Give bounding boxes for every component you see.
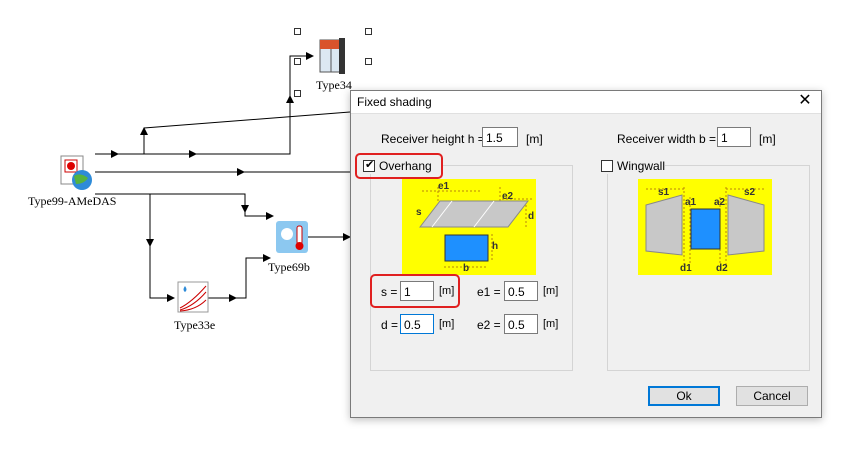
wingwall-label: Wingwall (617, 159, 666, 173)
overhang-group (370, 165, 573, 371)
type99-label: Type99-AMeDAS (28, 194, 117, 208)
selection-handle[interactable] (365, 28, 372, 35)
overhang-checkbox-row[interactable]: ✔ Overhang (361, 158, 441, 174)
diagram-s-label: s (416, 207, 422, 218)
window-icon (319, 38, 345, 74)
diagram-d2-label: d2 (716, 263, 728, 274)
d-label: d = (381, 318, 399, 332)
selection-handle[interactable] (294, 90, 301, 97)
d-input[interactable]: 0.5 (400, 314, 434, 334)
receiver-height-input[interactable]: 1.5 (482, 127, 518, 147)
diagram-d1-label: d1 (680, 263, 692, 274)
type34-label: Type34 (316, 78, 352, 92)
diagram-a1-label: a1 (685, 197, 697, 208)
overhang-diagram-drawing (418, 187, 532, 268)
diagram-a2-label: a2 (714, 197, 726, 208)
e2-unit: [m] (543, 318, 559, 330)
fixed-shading-dialog: Fixed shading ✕ Receiver height h = 1.5 … (350, 90, 822, 418)
type69-node[interactable] (275, 220, 311, 256)
e1-label: e1 = (477, 285, 501, 299)
diagram-s1-label: s1 (658, 187, 670, 198)
wingwall-diagram: s1 s2 a1 a2 d1 d2 (638, 179, 772, 275)
wingwall-checkbox-row[interactable]: Wingwall (599, 158, 665, 174)
overhang-checkbox[interactable]: ✔ (363, 159, 375, 172)
receiver-height-label: Receiver height h = (381, 132, 485, 146)
diagram-s2-label: s2 (744, 187, 756, 198)
e2-label: e2 = (477, 318, 501, 332)
type69-label: Type69b (268, 260, 310, 274)
s-input[interactable]: 1 (400, 281, 434, 301)
diagram-b-label: b (463, 263, 470, 274)
e1-unit: [m] (543, 285, 559, 297)
diagram-h-label: h (492, 241, 499, 252)
ok-button[interactable]: Ok (648, 386, 720, 406)
wingwall-checkbox[interactable] (601, 160, 613, 172)
dialog-title: Fixed shading (357, 95, 432, 109)
s-field-highlight (370, 274, 460, 308)
d-unit: [m] (439, 318, 455, 330)
dialog-titlebar[interactable]: Fixed shading ✕ (351, 91, 821, 114)
e2-input[interactable]: 0.5 (504, 314, 538, 334)
close-icon[interactable]: ✕ (798, 92, 812, 109)
diagram-e1-label: e1 (438, 181, 450, 192)
s-label: s = (381, 285, 398, 299)
weather-data-icon (60, 155, 92, 190)
type33-label: Type33e (174, 318, 216, 332)
diagram-e2-label: e2 (502, 191, 514, 202)
cancel-button[interactable]: Cancel (736, 386, 808, 406)
e1-input[interactable]: 0.5 (504, 281, 538, 301)
selection-handle[interactable] (365, 58, 372, 65)
receiver-width-unit: [m] (759, 132, 776, 146)
diagram-d-label: d (528, 211, 535, 222)
checkmark-icon: ✔ (365, 159, 375, 171)
receiver-height-unit: [m] (526, 132, 543, 146)
receiver-width-input[interactable]: 1 (717, 127, 751, 147)
wingwall-diagram-drawing (645, 187, 766, 267)
selection-handle[interactable] (294, 58, 301, 65)
sky-temperature-icon (276, 221, 308, 253)
receiver-width-label: Receiver width b = (617, 132, 717, 146)
psychrometric-chart-icon (177, 281, 209, 313)
type99-node[interactable] (58, 154, 98, 194)
s-unit: [m] (439, 285, 455, 297)
wingwall-group (607, 165, 810, 371)
selection-handle[interactable] (294, 28, 301, 35)
type33-node[interactable] (176, 280, 212, 316)
type34-node[interactable] (316, 36, 352, 80)
overhang-diagram: e1 e2 s d h b (402, 179, 536, 275)
overhang-label: Overhang (379, 159, 432, 173)
overhang-highlight (355, 153, 443, 179)
